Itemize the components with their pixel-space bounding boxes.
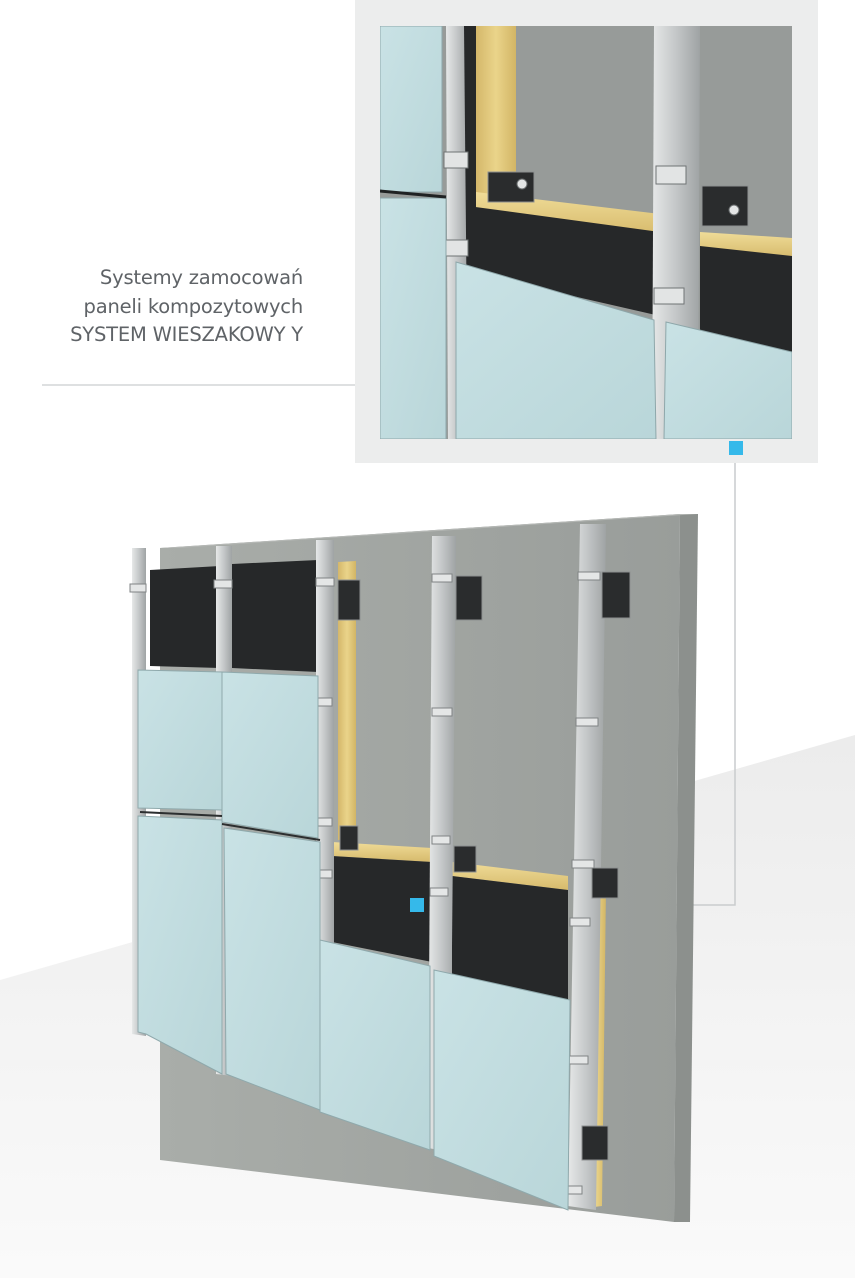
insulation-block	[332, 856, 432, 962]
panel-joints	[139, 811, 321, 841]
mineral-wool-strip	[338, 561, 356, 840]
caption-line-3: SYSTEM WIESZAKOWY Y	[70, 323, 303, 346]
main-facade	[129, 514, 698, 1222]
callout-marker-icon	[410, 898, 424, 912]
caption-line-1: Systemy zamocowań	[99, 266, 303, 289]
detail-panels	[380, 26, 792, 439]
insulation-block	[150, 566, 220, 668]
caption-line-2: paneli kompozytowych	[83, 294, 304, 318]
concrete-wall-side	[674, 514, 698, 1222]
detail-insulation	[468, 206, 660, 316]
detail-brackets	[487, 171, 749, 227]
composite-panels	[137, 669, 571, 1211]
detail-marker-icon	[729, 441, 743, 455]
concrete-wall-top	[160, 514, 698, 548]
rail-clips	[129, 571, 601, 1195]
wall-brackets	[337, 571, 631, 1161]
detail-insulation	[700, 246, 792, 356]
detail-box	[355, 0, 818, 463]
detail-mineral-wool-top	[476, 192, 660, 236]
mineral-wool-top	[452, 862, 568, 890]
insulation-block	[232, 560, 318, 672]
detail-clips	[443, 151, 687, 305]
insulation-block	[452, 876, 568, 1000]
detail-mineral-wool-top	[700, 232, 792, 258]
diagram-caption: Systemy zamocowań paneli kompozytowych S…	[70, 264, 303, 350]
